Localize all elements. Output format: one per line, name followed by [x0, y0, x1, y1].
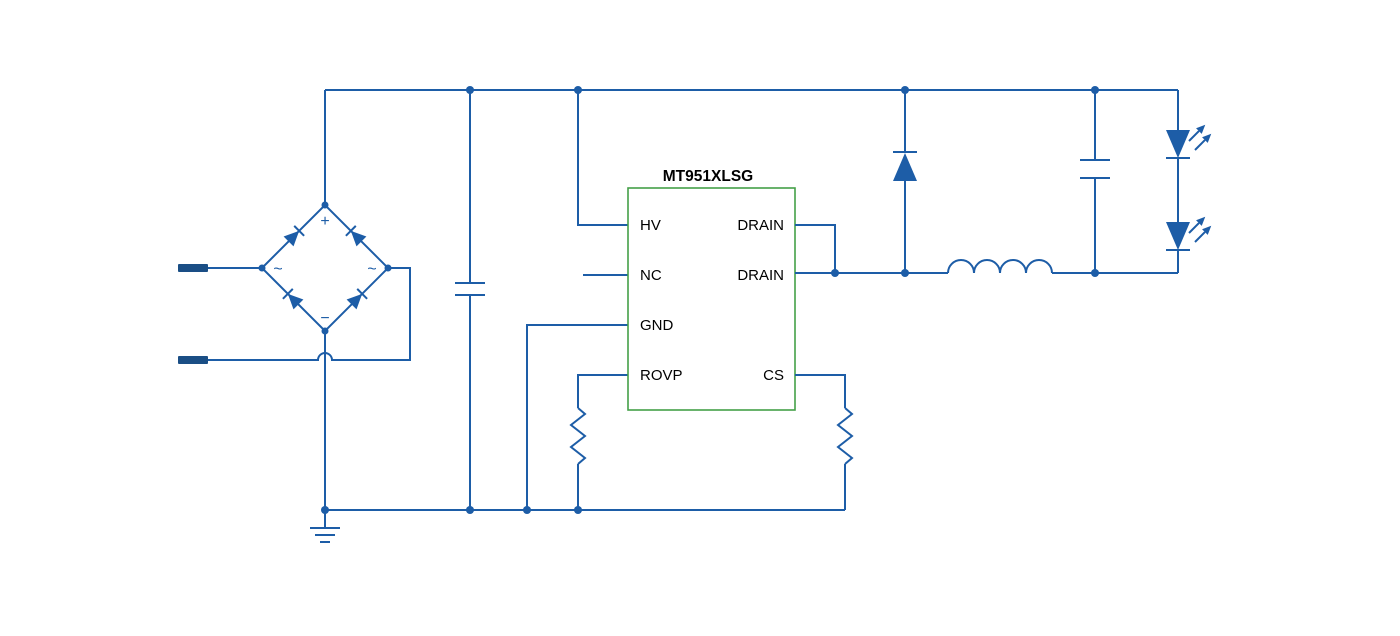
pin-label-cs: CS	[763, 367, 784, 384]
output-inductor	[947, 259, 1178, 274]
pin-label-gnd: GND	[640, 317, 674, 334]
cs-resistor	[795, 374, 854, 510]
ac-terminal-bottom	[178, 356, 208, 364]
freewheeling-diode	[893, 90, 917, 273]
led-2-emission-arrow-icon	[1188, 216, 1206, 234]
bridge-diode-bottom-left	[282, 288, 304, 310]
pin-label-hv: HV	[640, 217, 661, 234]
led-2	[1166, 216, 1212, 251]
pin-label-drain1: DRAIN	[737, 217, 784, 234]
gnd-wire	[526, 324, 628, 510]
input-capacitor	[455, 90, 485, 510]
ic-mt951xlsg: MT951XLSG HV NC GND ROVP DRAIN DRAIN CS	[627, 168, 796, 411]
rovp-resistor	[569, 374, 628, 510]
bridge-ac-right-label: ~	[367, 261, 376, 278]
pin-label-rovp: ROVP	[640, 367, 683, 384]
bridge-rectifier: + − ~ ~	[260, 203, 390, 333]
bridge-ac-left-label: ~	[273, 261, 282, 278]
bridge-diode-top-right	[345, 225, 367, 247]
bridge-minus-label: −	[320, 310, 329, 327]
hv-wire	[577, 90, 628, 226]
bridge-plus-label: +	[320, 213, 329, 230]
ground-symbol	[310, 510, 340, 543]
led-1-emission-arrow-icon	[1194, 133, 1212, 151]
pin-label-drain2: DRAIN	[737, 267, 784, 284]
bridge-diode-bottom-right	[346, 288, 368, 310]
ac-bottom-wire	[208, 267, 411, 361]
ic-body	[627, 187, 796, 411]
led-1-emission-arrow-icon	[1188, 124, 1206, 142]
output-capacitor	[1080, 90, 1110, 273]
ac-terminal-top	[178, 264, 208, 272]
ic-title: MT951XLSG	[663, 168, 753, 185]
pin-label-nc: NC	[640, 267, 662, 284]
led-string	[1166, 90, 1212, 273]
drain1-wire	[795, 224, 836, 273]
led-1	[1166, 124, 1212, 159]
bridge-diode-top-left	[283, 225, 305, 247]
junction-dots	[258, 86, 1099, 514]
led-2-emission-arrow-icon	[1194, 225, 1212, 243]
